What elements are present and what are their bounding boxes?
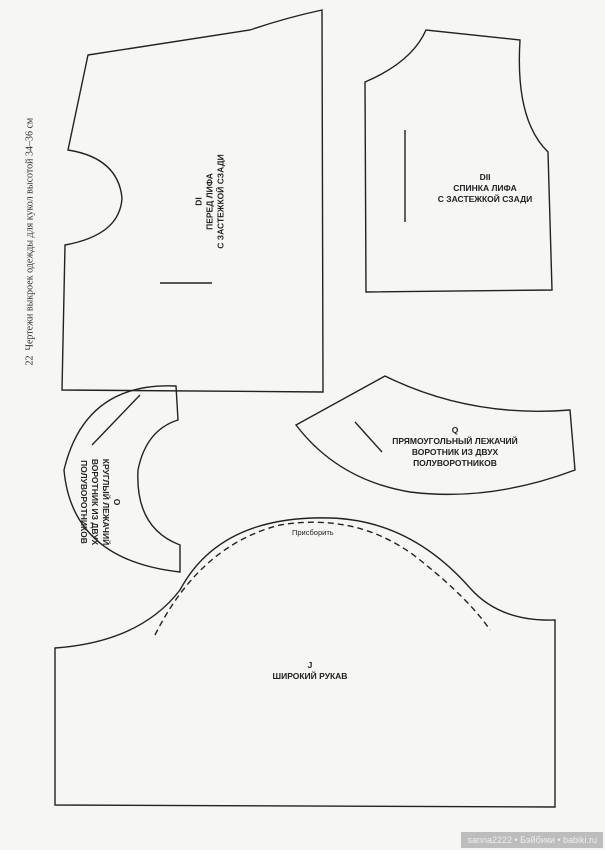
- piece-code: DI: [193, 197, 204, 206]
- piece-name: ПЕРЕД ЛИФА: [204, 173, 215, 230]
- piece-name: ШИРОКИЙ РУКАВ: [272, 671, 348, 681]
- piece-note: С ЗАСТЕЖКОЙ СЗАДИ: [437, 194, 533, 204]
- round-collar-outline: [63, 385, 181, 573]
- rect-collar-label: Q ПРЯМОУГОЛЬНЫЙ ЛЕЖАЧИЙ ВОРОТНИК ИЗ ДВУХ…: [380, 425, 530, 469]
- piece-name: ПОЛУВОРОТНИКОВ: [79, 460, 89, 544]
- back-bodice-label: DII СПИНКА ЛИФА С ЗАСТЕЖКОЙ СЗАДИ: [420, 172, 550, 205]
- piece-code: J: [307, 660, 313, 670]
- piece-code: DII: [479, 172, 491, 182]
- watermark: sanna2222 • Бэйбики • babiki.ru: [461, 832, 603, 848]
- rect-collar-grain-arrow: [354, 421, 383, 453]
- back-bodice-outline: [364, 29, 553, 293]
- piece-code: O: [112, 498, 122, 506]
- sleeve-label: J ШИРОКИЙ РУКАВ: [250, 660, 370, 682]
- round-collar-grain-arrow: [91, 394, 141, 446]
- page-title: Чертежи выкроек одежды для кукол высотой…: [24, 117, 36, 351]
- front-bodice-outline: [61, 9, 324, 393]
- piece-name: ВОРОТНИК ИЗ ДВУХ: [411, 447, 499, 457]
- piece-name: ПРЯМОУГОЛЬНЫЙ ЛЕЖАЧИЙ: [392, 436, 518, 446]
- round-collar-label: O КРУГЛЫЙ ЛЕЖАЧИЙ ВОРОТНИК ИЗ ДВУХ ПОЛУВ…: [78, 447, 122, 557]
- piece-code: Q: [451, 425, 459, 435]
- page-number: 22: [24, 355, 36, 366]
- piece-name: ПОЛУВОРОТНИКОВ: [413, 458, 497, 468]
- page-header: 22 Чертежи выкроек одежды для кукол высо…: [25, 6, 36, 366]
- gather-line: [154, 521, 491, 636]
- rect-collar-outline: [294, 375, 576, 496]
- front-bodice-label: DI ПЕРЕД ЛИФА С ЗАСТЕЖКОЙ СЗАДИ: [194, 142, 227, 262]
- piece-name: СПИНКА ЛИФА: [453, 183, 517, 193]
- gather-note: Присборить: [292, 528, 334, 537]
- piece-name: ВОРОТНИК ИЗ ДВУХ: [90, 458, 100, 546]
- piece-name: КРУГЛЫЙ ЛЕЖАЧИЙ: [101, 458, 111, 546]
- piece-note: С ЗАСТЕЖКОЙ СЗАДИ: [215, 154, 226, 249]
- sleeve-outline: [54, 517, 556, 808]
